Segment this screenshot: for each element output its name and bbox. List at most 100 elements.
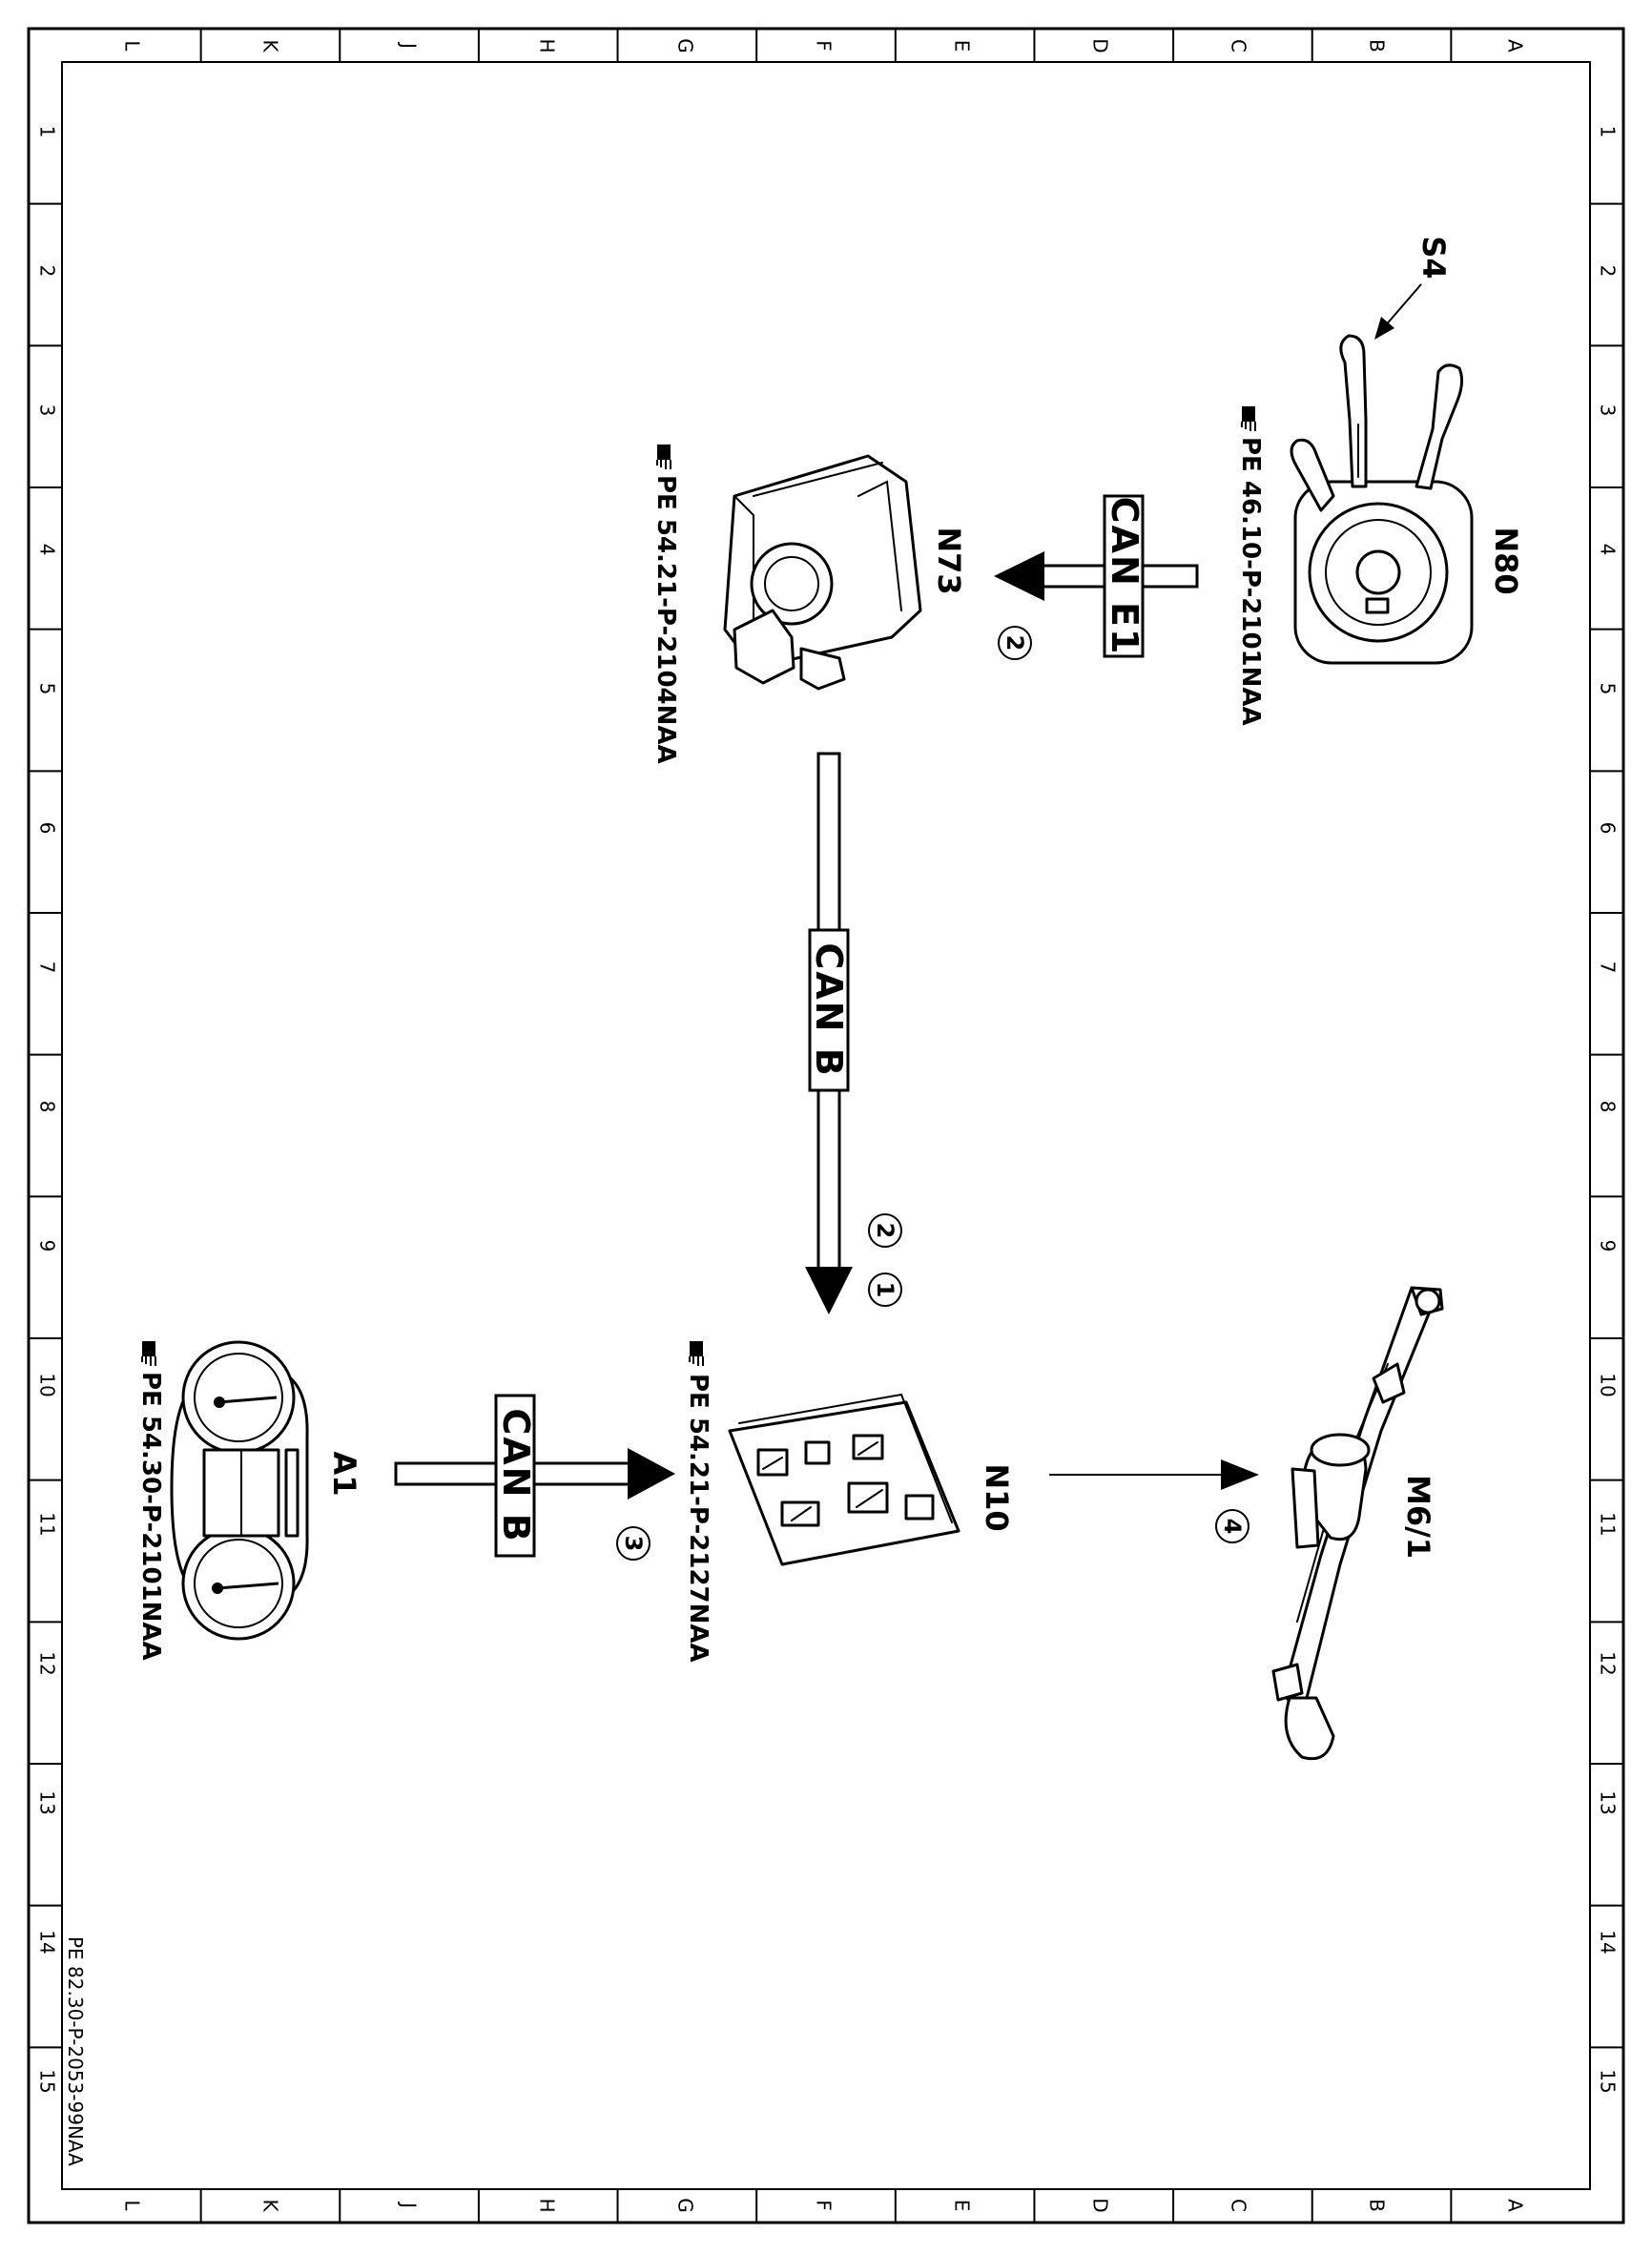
n73-label: N73	[931, 527, 967, 594]
row-label-right: 10	[1597, 1373, 1620, 1396]
n80-wiper-stalk	[1339, 334, 1368, 488]
row-label-right: 12	[1597, 1651, 1620, 1675]
col-label-top: L	[121, 40, 144, 52]
m6-crank	[1291, 1467, 1320, 1549]
step-number: 1	[872, 1282, 898, 1298]
n73-reference: PE 54.21-P-2104NAA	[651, 475, 680, 764]
m6-1-wiper-motor-linkage	[1271, 1286, 1444, 1761]
n73-lock-cylinder	[750, 542, 834, 626]
step-badge	[616, 1526, 650, 1561]
n73-key	[733, 609, 795, 685]
step-badge	[998, 626, 1032, 660]
document-id: PE 82.30-P-2053-99NAA	[64, 1936, 87, 2166]
n80-label: N80	[1488, 527, 1524, 594]
col-label-top: J	[398, 41, 421, 49]
col-label-top: E	[951, 40, 974, 52]
can-b-horizontal-label: CAN B	[495, 1408, 537, 1542]
n10-pointer-hand-icon	[689, 1341, 704, 1366]
row-label-right: 1	[1597, 126, 1620, 138]
col-label-top: A	[1504, 39, 1527, 52]
col-label-bottom: C	[1228, 2199, 1250, 2212]
a1-label: A1	[326, 1451, 362, 1496]
n73-pointer-hand-icon	[656, 445, 671, 469]
grid-column-labels-top: L K J H G F E D C B A	[121, 38, 1527, 53]
grid-column-labels-bottom: L K J H G F E D C B A	[121, 2198, 1527, 2213]
row-label-left: 12	[36, 1651, 59, 1675]
n73-housing-side	[857, 480, 902, 611]
col-label-bottom: K	[259, 2199, 282, 2212]
row-label-left: 14	[36, 1930, 59, 1954]
n80-cruise-stalk	[1290, 438, 1335, 512]
step-number: 2	[1002, 635, 1028, 652]
col-label-bottom: D	[1089, 2198, 1112, 2212]
outer-frame	[27, 27, 1625, 2224]
m6-1-label: M6/1	[1400, 1475, 1436, 1559]
row-label-left: 7	[36, 962, 59, 974]
row-label-right: 4	[1597, 544, 1620, 556]
a1-gauge-left	[181, 1340, 296, 1455]
row-label-right: 8	[1597, 1101, 1620, 1113]
n80-ring-mid	[1325, 519, 1432, 626]
a1-pointer-hand-icon	[141, 1341, 156, 1366]
row-label-left: 3	[36, 404, 59, 417]
n80-light-stalk	[1415, 363, 1464, 490]
a1-instrument-cluster	[170, 1340, 309, 1641]
col-label-top: G	[674, 38, 697, 53]
m6-bracket-2	[1271, 1663, 1304, 1702]
a1-gauge-left-needle	[218, 1396, 278, 1404]
n73-key-ring	[799, 647, 846, 691]
row-label-left: 1	[36, 126, 59, 138]
n80-reference: PE 46.10-P-2101NAA	[1236, 437, 1265, 726]
can-b-horizontal-arrowhead	[628, 1448, 675, 1500]
n73-lock-cylinder-inner	[764, 556, 819, 611]
m6-pivot-top-end	[1415, 1288, 1441, 1314]
n10-top-plate	[738, 1393, 953, 1523]
row-label-right: 15	[1597, 2069, 1620, 2093]
a1-gauge-left-inner	[194, 1353, 283, 1442]
col-label-bottom: G	[674, 2198, 697, 2213]
col-label-top: K	[259, 39, 282, 52]
col-label-top: H	[536, 38, 559, 52]
grid-row-labels-right: 1 2 3 4 5 6 7 8 9 10 11 12 13 14 15	[1597, 126, 1620, 2094]
row-label-right: 2	[1597, 265, 1620, 278]
step-badge	[1215, 1509, 1249, 1543]
s4-label: S4	[1415, 236, 1452, 279]
row-label-right: 5	[1597, 683, 1620, 695]
can-e1-label: CAN E1	[1104, 497, 1146, 656]
col-label-bottom: J	[398, 2201, 421, 2208]
n10-label: N10	[979, 1463, 1015, 1531]
can-b-vertical-label-box	[808, 928, 850, 1092]
n80-pointer-hand-icon	[1241, 406, 1256, 431]
row-label-left: 8	[36, 1101, 59, 1113]
can-b-vertical-label: CAN B	[808, 942, 850, 1077]
row-label-right: 6	[1597, 822, 1620, 835]
n10-base-plate	[728, 1400, 960, 1566]
m6-pivot-bottom	[1284, 1696, 1335, 1761]
row-label-left: 13	[36, 1790, 59, 1814]
s4-pointer-line	[1384, 283, 1422, 327]
step-badge	[868, 1272, 902, 1307]
n10-signal-acquisition-module	[728, 1393, 960, 1566]
n73-electronic-ignition-switch	[723, 454, 922, 691]
step-number: 2	[872, 1223, 898, 1239]
row-label-right: 3	[1597, 404, 1620, 417]
row-label-right: 14	[1597, 1930, 1620, 1954]
m6-bracket	[1372, 1362, 1406, 1404]
col-label-top: C	[1228, 39, 1250, 52]
col-label-bottom: E	[951, 2200, 974, 2212]
can-e1-arrowhead	[994, 551, 1044, 601]
a1-reference: PE 54.30-P-2101NAA	[136, 1372, 165, 1661]
can-e1-label-box	[1103, 494, 1145, 658]
can-b-horizontal-label-box	[494, 1394, 536, 1558]
grid-column-ticks	[199, 29, 1453, 2223]
n10-connector	[847, 1481, 889, 1514]
row-label-right: 7	[1597, 962, 1620, 974]
col-label-top: B	[1366, 39, 1389, 52]
a1-gauge-right-inner	[194, 1539, 283, 1628]
m6-motor-cap	[1310, 1433, 1371, 1467]
grid-row-labels-left: 1 2 3 4 5 6 7 8 9 10 11 12 13 14 15	[36, 126, 59, 2094]
col-label-bottom: A	[1504, 2199, 1527, 2212]
step-badge	[868, 1213, 902, 1248]
n73-housing-front	[733, 462, 883, 669]
